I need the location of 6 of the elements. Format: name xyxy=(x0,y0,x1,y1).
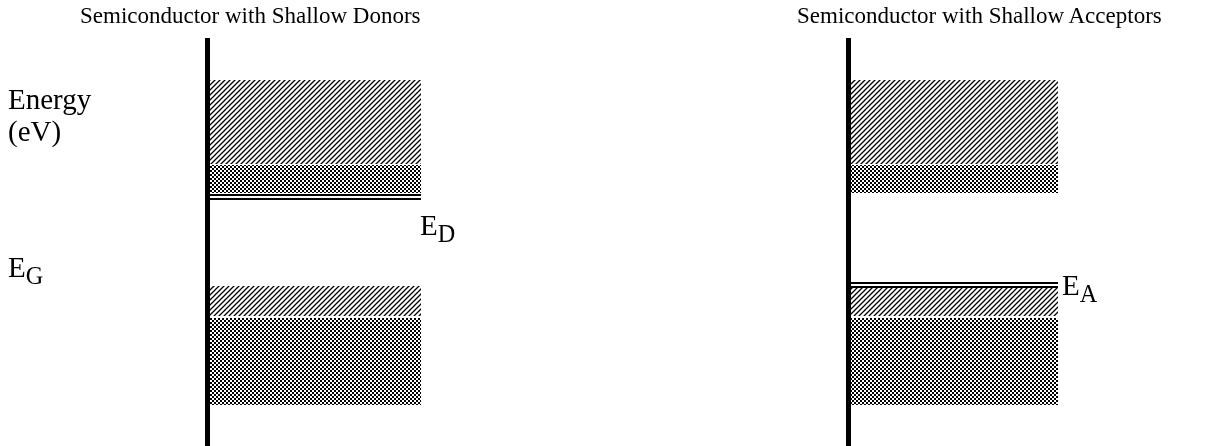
panel-heading: Semiconductor with Shallow Donors xyxy=(80,3,421,29)
panel-heading: Semiconductor with Shallow Acceptors xyxy=(797,3,1162,29)
gap-label: E$_{G}$ xyxy=(8,252,44,290)
level-label: E$_{A}$ xyxy=(1062,270,1098,308)
axis-label: Energy (eV) xyxy=(8,84,93,148)
level-label: E$_{D}$ xyxy=(420,210,456,248)
